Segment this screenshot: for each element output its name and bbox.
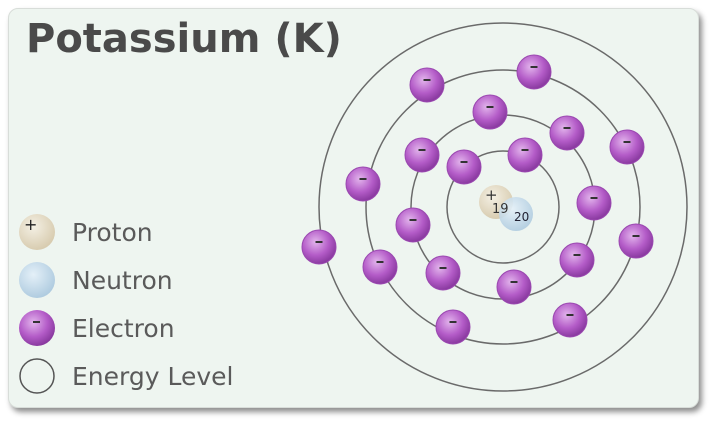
electron-icon (19, 310, 55, 346)
proton-sign: + (485, 186, 498, 204)
legend-label: Neutron (72, 265, 173, 295)
neutron-count: 20 (514, 210, 529, 224)
proton-icon: + (19, 214, 55, 250)
electron-icon (496, 269, 532, 305)
electron-icon (618, 223, 654, 259)
energy-level-icon (19, 358, 55, 394)
electron-icon (609, 129, 645, 165)
electron-icon (345, 166, 381, 202)
electron-icon (559, 242, 595, 278)
legend-item-energy-level: Energy Level (18, 352, 233, 400)
legend-item-proton: + Proton (18, 208, 233, 256)
energy-level-1 (446, 150, 560, 264)
electron-icon (507, 137, 543, 173)
electron-icon (362, 249, 398, 285)
electron-icon (404, 137, 440, 173)
svg-text:+: + (24, 215, 37, 234)
electron-icon (552, 302, 588, 338)
electron-icon (409, 67, 445, 103)
proton-count: 19 (492, 202, 509, 217)
electron-icon (446, 149, 482, 185)
legend-label: Energy Level (72, 361, 234, 391)
page-title: Potassium (K) (26, 16, 342, 62)
legend-item-neutron: Neutron (18, 256, 233, 304)
electron-icon (395, 207, 431, 243)
legend-item-electron: Electron (18, 304, 233, 352)
electron-icon (425, 255, 461, 291)
energy-level-3 (365, 69, 641, 345)
energy-level-4 (318, 22, 688, 392)
neutron-icon (19, 262, 55, 298)
nucleus: + 19 20 (479, 185, 533, 231)
legend-label: Proton (72, 217, 153, 247)
electron-icon (435, 309, 471, 345)
electron-icon (301, 229, 337, 265)
neutron-icon (499, 197, 533, 231)
legend: + Proton Neutron Electron Energy Level (18, 208, 233, 400)
electron-icon (472, 94, 508, 130)
electron-icon (516, 54, 552, 90)
electron-icon (576, 185, 612, 221)
electron-icon (549, 115, 585, 151)
legend-label: Electron (72, 313, 175, 343)
